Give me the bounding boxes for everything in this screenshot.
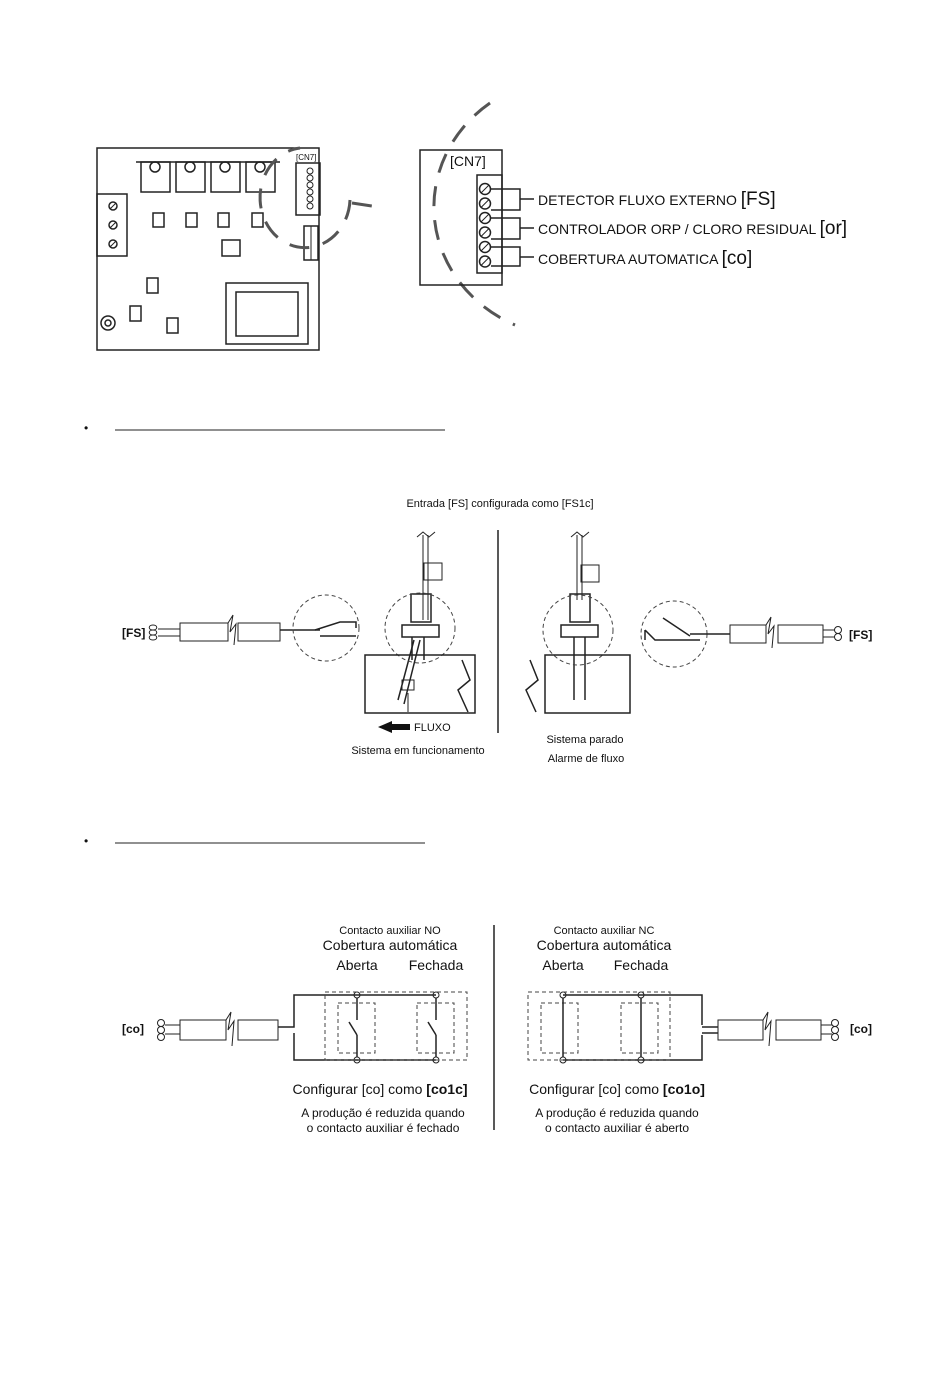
flow-right-cable xyxy=(640,600,842,668)
flow-arrow xyxy=(378,721,410,733)
right-cover-title: Cobertura automática xyxy=(537,937,672,953)
flow-sensor-stopped xyxy=(525,531,631,714)
terminal-label-or: CONTROLADOR ORP / CLORO RESIDUAL [or] xyxy=(538,218,847,239)
screw-slot xyxy=(480,228,490,237)
right-contact-label: Contacto auxiliar NC xyxy=(554,925,655,937)
screw-slot xyxy=(480,242,490,252)
section-bullet-cover: • xyxy=(84,834,88,848)
screw-terminal xyxy=(478,182,492,196)
left-config-line: Configurar [co] como [co1c] xyxy=(292,1081,467,1097)
right-note-2: o contacto auxiliar é aberto xyxy=(545,1121,689,1135)
flow-direction-label: FLUXO xyxy=(414,722,451,734)
screw-terminal xyxy=(478,211,492,225)
running-label: Sistema em funcionamento xyxy=(351,745,484,757)
control-board: [CN7] xyxy=(96,146,373,351)
cn7-connector-board: [CN7] xyxy=(295,153,321,216)
screw-slot xyxy=(480,184,490,194)
right-note-1: A produção é reduzida quando xyxy=(535,1106,699,1120)
cover-left-cable xyxy=(157,991,468,1064)
flow-left-label: [FS] xyxy=(122,626,145,640)
relay-row xyxy=(136,161,280,193)
flow-left-cable xyxy=(148,594,360,662)
screw-terminal xyxy=(478,240,492,254)
cn7-zoom: [CN7] DETECTOR FLUXO EXTERNO [FS] CONTRO… xyxy=(419,101,847,327)
cover-diagram: Contacto auxiliar NO Cobertura automátic… xyxy=(122,925,872,1135)
section-bullet-flow: • xyxy=(84,421,88,435)
screw-slot xyxy=(480,257,490,266)
terminal-label-fs: DETECTOR FLUXO EXTERNO [FS] xyxy=(538,189,776,210)
terminal-label-co: COBERTURA AUTOMATICA [co] xyxy=(538,248,752,269)
cover-left-label: [co] xyxy=(122,1022,144,1036)
alarm-label: Alarme de fluxo xyxy=(548,753,624,765)
cover-right-cable xyxy=(527,991,839,1064)
screw-slot xyxy=(480,213,490,223)
cover-right-label: [co] xyxy=(850,1022,872,1036)
screw-terminal xyxy=(478,255,492,268)
left-note-1: A produção é reduzida quando xyxy=(301,1106,465,1120)
left-note-2: o contacto auxiliar é fechado xyxy=(307,1121,460,1135)
cn7-zoom-label: [CN7] xyxy=(450,153,486,169)
left-cover-title: Cobertura automática xyxy=(323,937,458,953)
screw-slot xyxy=(480,199,490,208)
flow-diagram: Entrada [FS] configurada como [FS1c] [FS… xyxy=(122,498,872,765)
flow-sensor-running xyxy=(364,531,476,714)
right-config-line: Configurar [co] como [co1o] xyxy=(529,1081,705,1097)
flow-right-label: [FS] xyxy=(849,628,872,642)
left-open-label: Aberta xyxy=(336,957,377,973)
screw-terminal xyxy=(478,226,492,239)
stopped-label: Sistema parado xyxy=(546,734,623,746)
board-components xyxy=(100,212,319,345)
left-contact-label: Contacto auxiliar NO xyxy=(339,925,441,937)
left-closed-label: Fechada xyxy=(409,957,464,973)
left-terminal-block xyxy=(96,193,128,257)
cn7-board-label: [CN7] xyxy=(296,153,316,162)
right-closed-label: Fechada xyxy=(614,957,669,973)
flow-caption: Entrada [FS] configurada como [FS1c] xyxy=(406,498,593,510)
right-open-label: Aberta xyxy=(542,957,583,973)
screw-terminal xyxy=(478,197,492,210)
